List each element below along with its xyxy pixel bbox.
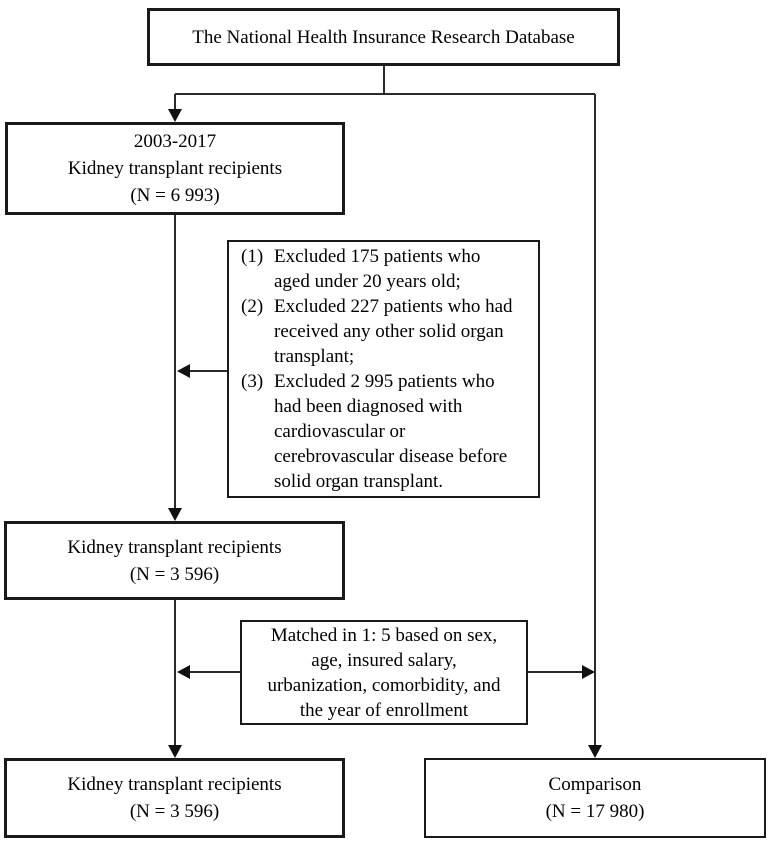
box-matching-criteria: Matched in 1: 5 based on sex, age, insur… — [240, 620, 528, 725]
arrowhead-into-final-cohort — [168, 745, 182, 758]
comparison-group-label: Comparison (N = 17 980) — [545, 774, 645, 822]
nhird-database-label: The National Health Insurance Research D… — [192, 26, 575, 48]
box-nhird-database: The National Health Insurance Research D… — [147, 8, 620, 66]
exclusion-item-1: (1) Excluded 175 patients who aged under… — [241, 244, 513, 294]
arrowhead-into-after-exclusion-cohort — [168, 508, 182, 521]
box-comparison-group: Comparison (N = 17 980) — [424, 758, 766, 838]
exclusion-item-3-marker: (3) — [241, 371, 264, 392]
kidney-recipients-initial-label: 2003-2017 Kidney transplant recipients (… — [67, 131, 283, 206]
kidney-recipients-after-exclusion-label: Kidney transplant recipients (N = 3 596) — [67, 536, 282, 585]
box-kidney-recipients-after-exclusion: Kidney transplant recipients (N = 3 596) — [4, 521, 345, 600]
kidney-recipients-final-label: Kidney transplant recipients (N = 3 596) — [67, 774, 282, 822]
box-exclusion-criteria: (1) Excluded 175 patients who aged under… — [227, 240, 540, 498]
exclusion-item-3-text: Excluded 2 995 patients who had been dia… — [274, 371, 508, 492]
exclusion-item-3: (3) Excluded 2 995 patients who had been… — [241, 369, 513, 494]
exclusion-item-2-text: Excluded 227 patients who had received a… — [274, 296, 513, 367]
exclusion-item-1-marker: (1) — [241, 246, 264, 267]
matching-criteria-label: Matched in 1: 5 based on sex, age, insur… — [267, 624, 501, 721]
arrowhead-into-comparison — [588, 745, 602, 758]
arrowhead-exclusion-left — [177, 364, 190, 378]
arrowhead-into-initial-cohort — [168, 109, 182, 122]
box-kidney-recipients-final: Kidney transplant recipients (N = 3 596) — [4, 758, 345, 838]
exclusion-item-1-text: Excluded 175 patients who aged under 20 … — [274, 246, 481, 292]
arrowhead-matching-right — [582, 665, 595, 679]
exclusion-item-2: (2) Excluded 227 patients who had receiv… — [241, 294, 513, 369]
exclusion-item-2-marker: (2) — [241, 296, 264, 317]
box-kidney-recipients-initial: 2003-2017 Kidney transplant recipients (… — [5, 122, 345, 215]
arrowhead-matching-left — [177, 665, 190, 679]
exclusion-criteria-list: (1) Excluded 175 patients who aged under… — [241, 244, 513, 494]
